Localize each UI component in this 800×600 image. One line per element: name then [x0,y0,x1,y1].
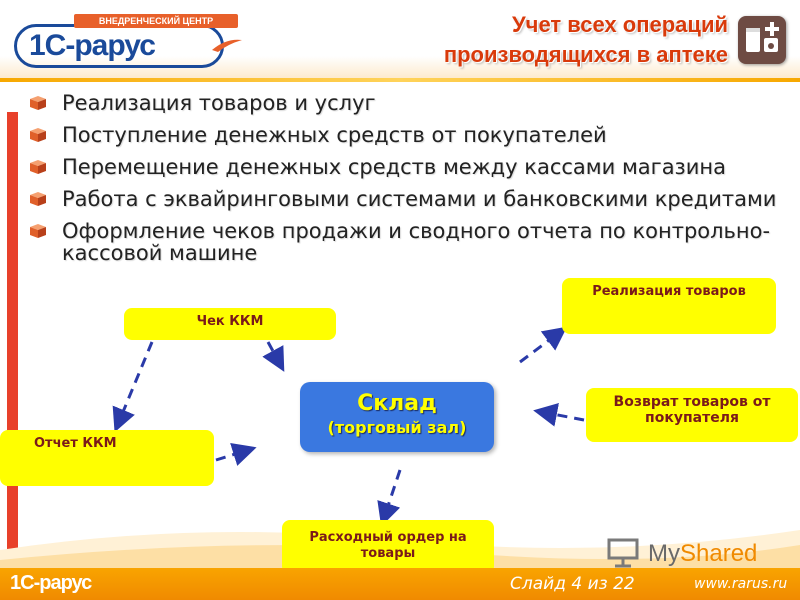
watermark-shared: Shared [680,540,758,567]
box-report-kkm: Отчет ККМ [0,430,214,486]
cube-bullet-icon [30,192,46,206]
box-return-label: Возврат товаров от покупателя [613,394,771,426]
box-cash-order: Расходный ордер на товары [282,520,494,574]
arrow-check-to-center [262,341,285,372]
bullet-item: Оформление чеков продажи и сводного отче… [30,220,790,264]
company-logo: 1С-рарус ВНЕДРЕНЧЕСКИЙ ЦЕНТР [14,10,244,68]
watermark-my: My [648,540,680,567]
slide-number: Слайд 4 из 22 [510,574,635,594]
box-return: Возврат товаров от покупателя [586,388,798,442]
footer-site-link[interactable]: www.rarus.ru [694,576,788,592]
box-warehouse: Склад (торговый зал) [300,382,494,452]
box-cash-order-label: Расходный ордер на товары [309,530,467,561]
cube-bullet-icon [30,96,46,110]
bullet-item: Перемещение денежных средств между касса… [30,156,790,178]
footer-logo: 1С-рарус [10,572,92,594]
bullet-item: Реализация товаров и услуг [30,92,790,114]
bullet-text: Реализация товаров и услуг [62,91,376,115]
bullet-item: Работа с эквайринговыми системами и банк… [30,188,790,210]
box-report-kkm-label: Отчет ККМ [34,436,117,451]
bullet-text: Работа с эквайринговыми системами и банк… [62,187,777,211]
arrow-report-to-center [215,443,257,466]
warehouse-title: Склад [357,391,437,416]
warehouse-subtitle: (торговый зал) [327,418,467,437]
arrow-center-to-sales [519,326,568,364]
cube-bullet-icon [30,224,46,238]
logo-tagline: ВНЕДРЕНЧЕСКИЙ ЦЕНТР [74,14,238,28]
bullet-text: Перемещение денежных средств между касса… [62,155,726,179]
footer-bar: 1С-рарус Слайд 4 из 22 www.rarus.ru [0,568,800,600]
box-sales: Реализация товаров [562,278,776,334]
cube-bullet-icon [30,160,46,174]
box-check-kkm: Чек ККМ [124,308,336,340]
slide-title: Учет всех операций производящихся в апте… [328,10,728,70]
arrow-center-to-order [377,469,402,527]
box-sales-label: Реализация товаров [592,284,746,299]
bullet-item: Поступление денежных средств от покупате… [30,124,790,146]
header-divider [0,78,800,82]
arrow-return-to-center [533,403,585,427]
cube-bullet-icon [30,128,46,142]
bullet-list: Реализация товаров и услуг Поступление д… [30,92,790,274]
title-line-2: производящихся в аптеке [443,42,728,67]
box-check-kkm-label: Чек ККМ [196,314,264,329]
pharmacy-icon [738,16,786,64]
myshared-text: MyShared [648,540,757,568]
presentation-screen-icon [607,538,639,568]
bullet-text: Оформление чеков продажи и сводного отче… [62,219,771,265]
arrow-check-to-report [112,341,154,433]
logo-swoosh-icon [212,39,242,52]
myshared-watermark: MyShared [606,536,766,576]
bullet-text: Поступление денежных средств от покупате… [62,123,607,147]
title-line-1: Учет всех операций [511,12,728,37]
